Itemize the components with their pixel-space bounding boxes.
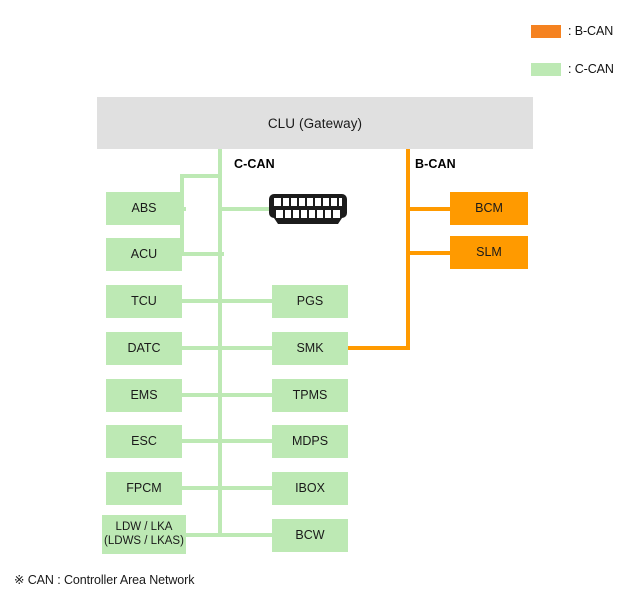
node-label: SLM [476,245,502,260]
node-label: EMS [130,388,158,403]
c-can-branch-vertical-abs-acu [180,174,184,256]
legend: : B-CAN : C-CAN [531,22,623,98]
node-acu[interactable]: ACU [106,238,182,271]
gateway-bar: CLU (Gateway) [97,97,533,149]
node-fpcm[interactable]: FPCM [106,472,182,505]
node-label: ACU [130,247,158,262]
node-label: FPCM [126,481,162,496]
node-label: DATC [127,341,161,356]
node-label: MDPS [291,434,329,449]
node-ldw-lka[interactable]: LDW / LKA (LDWS / LKAS) [102,515,186,554]
legend-item-c-can: : C-CAN [531,60,623,78]
node-ems[interactable]: EMS [106,379,182,412]
gateway-label: CLU (Gateway) [267,115,363,131]
c-can-rung-esc-mdps [178,439,276,443]
obd-connector-icon [268,193,348,225]
c-can-stub-acu [178,252,224,256]
node-label: SMK [296,341,324,356]
node-smk[interactable]: SMK [272,332,348,365]
node-slm[interactable]: SLM [450,236,528,269]
node-label: PGS [296,294,324,309]
c-can-rung-ldw-bcw [178,533,276,537]
node-bcm[interactable]: BCM [450,192,528,225]
legend-swatch-b-can [531,24,561,38]
node-label: BCM [475,201,503,216]
c-can-rung-datc-smk [178,346,276,350]
node-abs[interactable]: ABS [106,192,182,225]
c-can-branch-tie-top [180,174,222,178]
node-datc[interactable]: DATC [106,332,182,365]
legend-label-b-can: : B-CAN [568,24,614,38]
c-can-rung-tcu-pgs [178,299,276,303]
footnote-can-definition: ※ CAN : Controller Area Network [14,573,195,587]
c-can-stub-obd-connector [218,207,274,211]
node-label: BCW [295,528,325,543]
node-esc[interactable]: ESC [106,425,182,458]
c-can-rung-ems-tpms [178,393,276,397]
node-label: TCU [131,294,157,309]
node-tcu[interactable]: TCU [106,285,182,318]
c-can-trunk-vertical [218,149,222,537]
node-label: IBOX [295,481,325,496]
node-tpms[interactable]: TPMS [272,379,348,412]
node-label: TPMS [292,388,328,403]
node-ibox[interactable]: IBOX [272,472,348,505]
b-can-stub-slm [406,251,452,255]
node-label-line2: (LDWS / LKAS) [104,534,184,547]
legend-item-b-can: : B-CAN [531,22,623,40]
node-bcw[interactable]: BCW [272,519,348,552]
b-can-link-to-smk [344,346,410,350]
legend-label-c-can: : C-CAN [568,62,614,76]
c-can-stub-abs [178,207,186,211]
node-mdps[interactable]: MDPS [272,425,348,458]
legend-swatch-c-can [531,62,561,76]
node-label: ESC [131,434,157,449]
c-can-rung-fpcm-ibox [178,486,276,490]
b-can-trunk-vertical [406,149,410,350]
node-label: ABS [131,201,157,216]
node-label-line1: LDW / LKA [115,521,173,534]
node-pgs[interactable]: PGS [272,285,348,318]
b-can-stub-bcm [406,207,452,211]
bus-label-c-can: C-CAN [234,157,275,171]
bus-label-b-can: B-CAN [415,157,456,171]
